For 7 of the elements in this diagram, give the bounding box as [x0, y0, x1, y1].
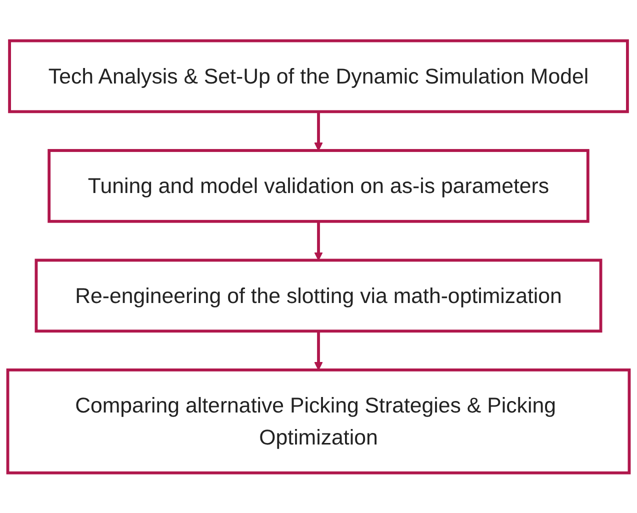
node-box: Re-engineering of the slotting via math-optimization [34, 258, 602, 332]
arrow [314, 111, 323, 151]
node-box: Tuning and model validation on as-is parameters [48, 148, 590, 222]
arrow [314, 221, 323, 260]
node-box: Tech Analysis & Set-Up of the Dynamic Simulation Model [8, 38, 629, 113]
arrow [314, 330, 323, 370]
node-box: Comparing alternative Picking Strategies & Picking Optimization [6, 368, 631, 474]
